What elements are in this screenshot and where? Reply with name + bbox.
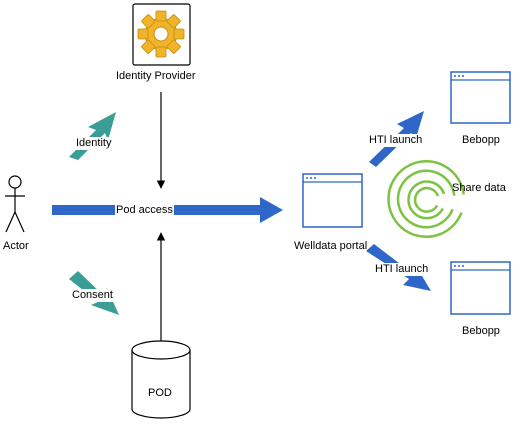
- hti-launch-bottom-label: HTI launch: [374, 263, 430, 276]
- bebopp-top-window[interactable]: [450, 71, 511, 124]
- stick-figure-icon[interactable]: [5, 175, 25, 233]
- identity-label: Identity: [75, 137, 113, 150]
- database-cylinder-icon[interactable]: [131, 340, 191, 419]
- actor-label: Actor: [3, 240, 29, 252]
- welldata-portal-label: Welldata portal: [294, 240, 368, 252]
- gear-icon: [137, 10, 185, 58]
- share-data-label: Share data: [452, 182, 506, 194]
- identity-provider-node[interactable]: [132, 3, 191, 66]
- bebopp-top-label: Bebopp: [462, 134, 500, 146]
- welldata-portal-window[interactable]: [302, 173, 363, 228]
- circular-logo-icon[interactable]: [387, 160, 465, 238]
- hti-launch-top-label: HTI launch: [368, 134, 424, 147]
- identity-provider-label: Identity Provider: [116, 70, 196, 82]
- pod-access-label: Pod access: [115, 204, 174, 217]
- pod-label: POD: [148, 387, 172, 399]
- identity-arrow: [69, 112, 116, 160]
- bebopp-bottom-label: Bebopp: [462, 325, 500, 337]
- bebopp-bottom-window[interactable]: [450, 261, 511, 315]
- consent-label: Consent: [71, 289, 114, 302]
